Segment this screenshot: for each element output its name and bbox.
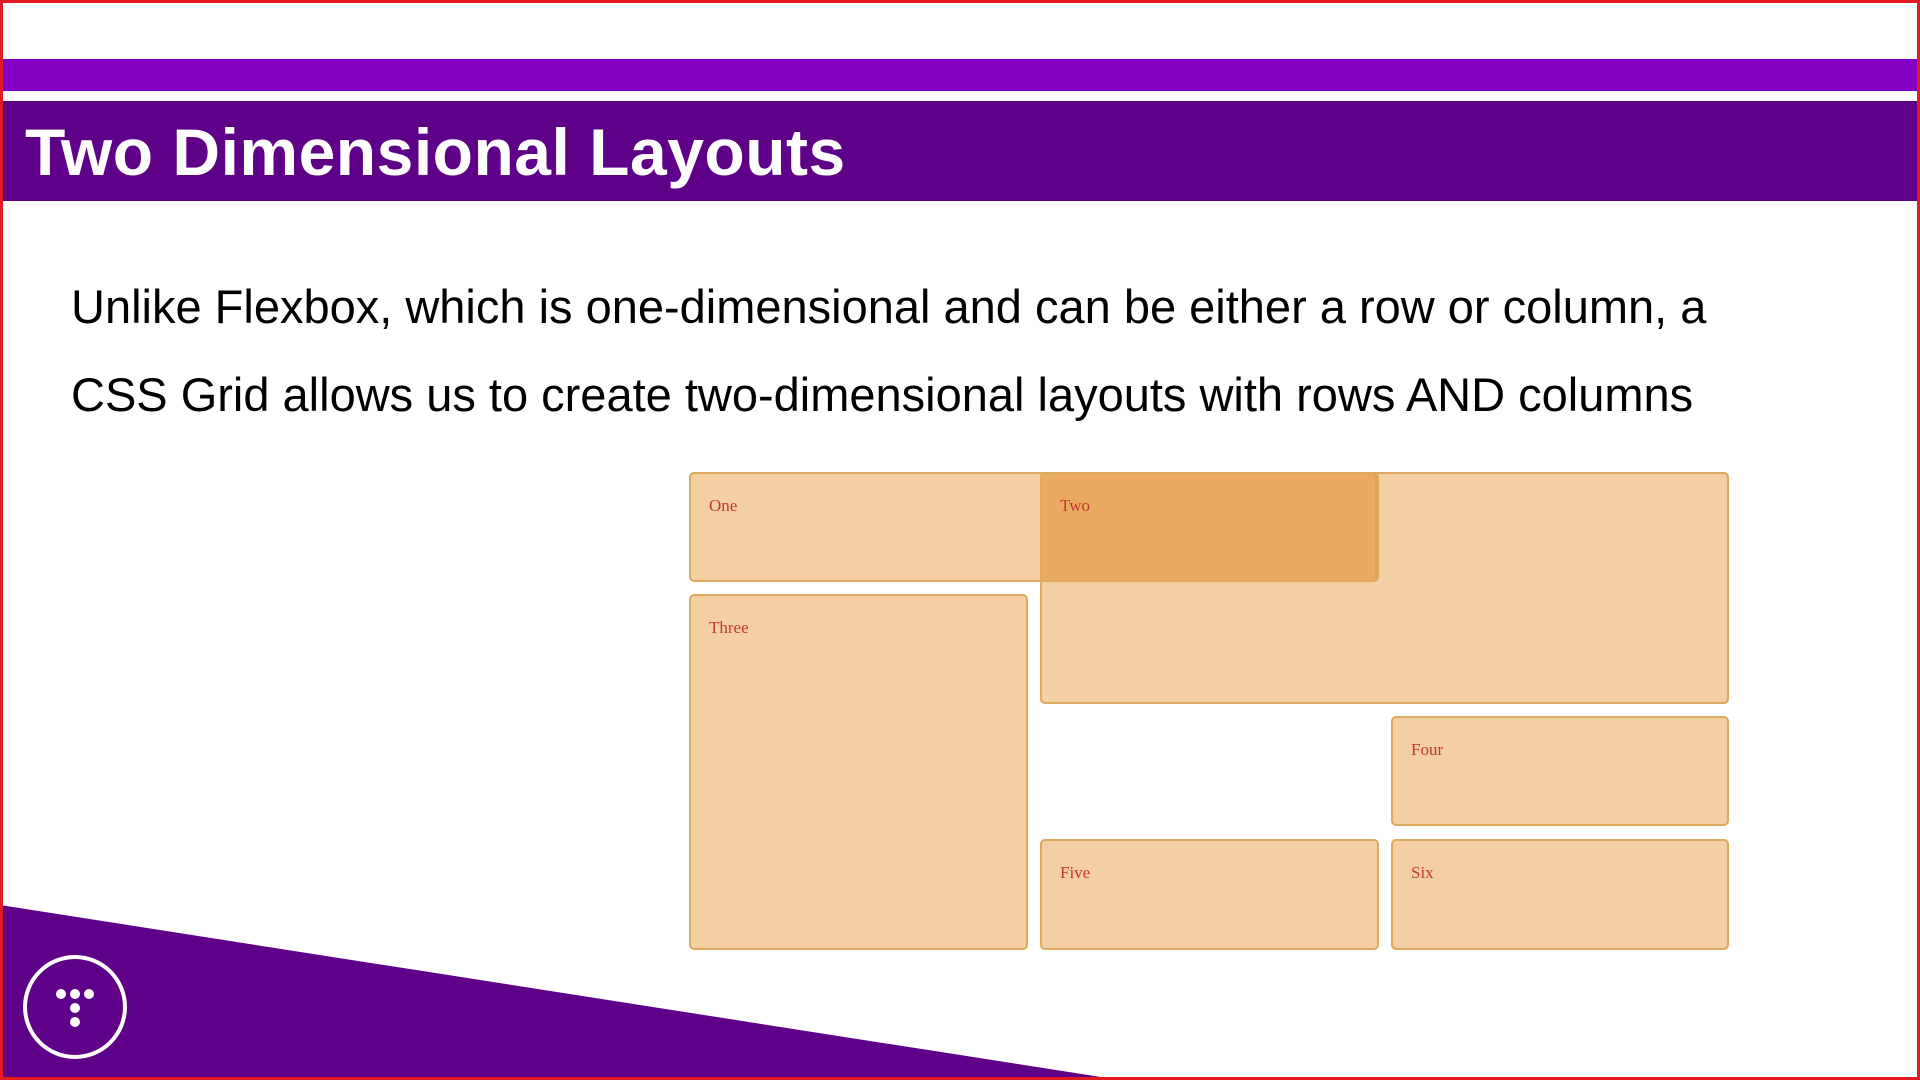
grid-cell-six: Six xyxy=(1391,839,1729,950)
top-accent-bar xyxy=(0,59,1920,91)
body-line-1: Unlike Flexbox, which is one-dimensional… xyxy=(71,280,1707,333)
grid-cell-five: Five xyxy=(1040,839,1379,950)
grid-cell-three: Three xyxy=(689,594,1028,950)
slide-body-text: Unlike Flexbox, which is one-dimensional… xyxy=(71,263,1771,439)
grid-cell-two: Two xyxy=(1040,472,1379,582)
title-bar xyxy=(0,101,1920,201)
grid-example: One Two Three Four Five Six xyxy=(689,472,1729,950)
slide-title: Two Dimensional Layouts xyxy=(25,115,846,189)
grid-cell-four: Four xyxy=(1391,716,1729,826)
t-logo-icon xyxy=(23,955,127,1059)
body-line-2: CSS Grid allows us to create two-dimensi… xyxy=(71,368,1694,421)
